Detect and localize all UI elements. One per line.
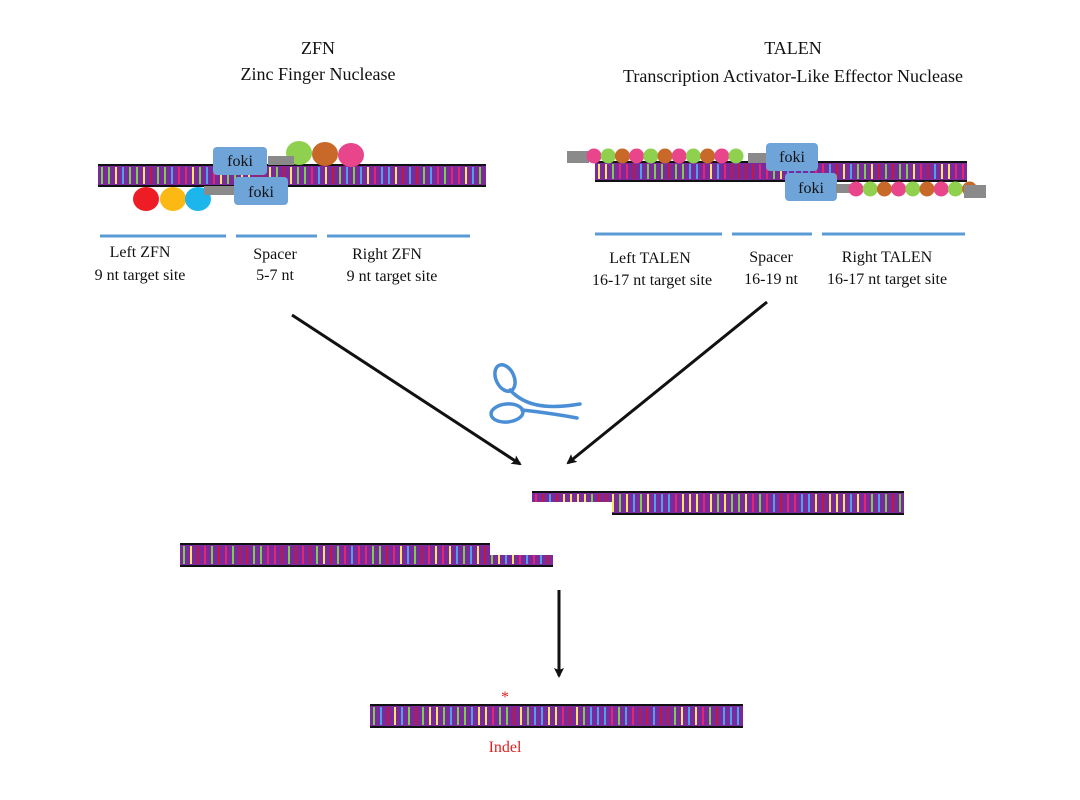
talen-foki-upper-label: foki xyxy=(779,149,805,166)
tale-repeat xyxy=(671,148,687,164)
arrow-talen-to-cut xyxy=(566,300,768,465)
zinc-finger xyxy=(338,143,364,167)
zinc-finger xyxy=(133,187,159,211)
tale-repeat xyxy=(586,148,602,164)
talen-left-label: Left TALEN xyxy=(609,250,691,267)
zfn-subtitle: Zinc Finger Nuclease xyxy=(241,64,396,84)
tale-repeat xyxy=(700,148,716,164)
tale-repeat xyxy=(876,181,892,197)
talen-title: TALEN xyxy=(764,38,822,58)
talen-spacer-label: Spacer xyxy=(749,249,793,266)
tale-repeat xyxy=(643,148,659,164)
zfn-right-linker xyxy=(268,156,294,165)
talen-foki-upper xyxy=(766,143,818,171)
zfn-left-label: Left ZFN xyxy=(110,244,171,261)
zfn-foki-lower xyxy=(234,177,288,205)
zinc-finger xyxy=(160,187,186,211)
zfn-left-linker xyxy=(204,186,238,195)
zfn-dna-strand xyxy=(98,164,486,187)
zfn-spacer-detail: 5-7 nt xyxy=(256,267,294,284)
tale-repeat xyxy=(848,181,864,197)
talen-right-end-cap xyxy=(964,185,986,198)
zfn-right-detail: 9 nt target site xyxy=(347,268,438,285)
talen-right-tale-repeats xyxy=(848,181,978,197)
tale-repeat xyxy=(614,148,630,164)
talen-left-detail: 16-17 nt target site xyxy=(592,272,712,289)
talen-subtitle: Transcription Activator-Like Effector Nu… xyxy=(623,66,963,86)
zfn-right-zinc-fingers xyxy=(286,141,364,167)
cut-dna-fragment-right xyxy=(532,491,904,515)
tale-repeat xyxy=(947,181,963,197)
zfn-left-detail: 9 nt target site xyxy=(95,267,186,284)
repaired-dna-strand xyxy=(370,704,743,728)
zfn-foki-upper-label: foki xyxy=(227,153,253,170)
tale-repeat xyxy=(862,181,878,197)
zfn-foki-upper xyxy=(213,147,267,175)
talen-right-linker xyxy=(836,184,850,193)
scissors-icon xyxy=(489,363,582,424)
indel-marker: * xyxy=(501,689,509,706)
zfn-spacer-label: Spacer xyxy=(253,246,297,263)
talen-foki-lower-label: foki xyxy=(798,180,824,197)
zfn-foki-lower-label: foki xyxy=(248,184,274,201)
talen-left-tale-repeats xyxy=(586,148,744,164)
tale-repeat xyxy=(933,181,949,197)
tale-repeat xyxy=(891,181,907,197)
zfn-left-zinc-fingers xyxy=(133,187,211,211)
tale-repeat xyxy=(905,181,921,197)
tale-repeat xyxy=(600,148,616,164)
indel-label: Indel xyxy=(489,739,522,756)
talen-foki-lower xyxy=(785,173,837,201)
talen-right-detail: 16-17 nt target site xyxy=(827,271,947,288)
zfn-right-label: Right ZFN xyxy=(352,246,422,263)
tale-repeat xyxy=(685,148,701,164)
talen-left-end-cap xyxy=(567,151,589,163)
talen-left-linker xyxy=(748,153,770,163)
tale-repeat xyxy=(657,148,673,164)
talen-right-label: Right TALEN xyxy=(842,249,933,266)
tale-repeat xyxy=(629,148,645,164)
tale-repeat xyxy=(714,148,730,164)
arrow-zfn-to-cut xyxy=(291,313,522,466)
zinc-finger xyxy=(312,142,338,166)
sticky-end-gap xyxy=(532,502,612,515)
cut-dna-fragment-left xyxy=(180,543,554,567)
sticky-end-gap xyxy=(490,543,554,555)
tale-repeat xyxy=(919,181,935,197)
tale-repeat xyxy=(728,148,744,164)
zfn-title: ZFN xyxy=(301,38,335,58)
talen-spacer-detail: 16-19 nt xyxy=(744,271,798,288)
